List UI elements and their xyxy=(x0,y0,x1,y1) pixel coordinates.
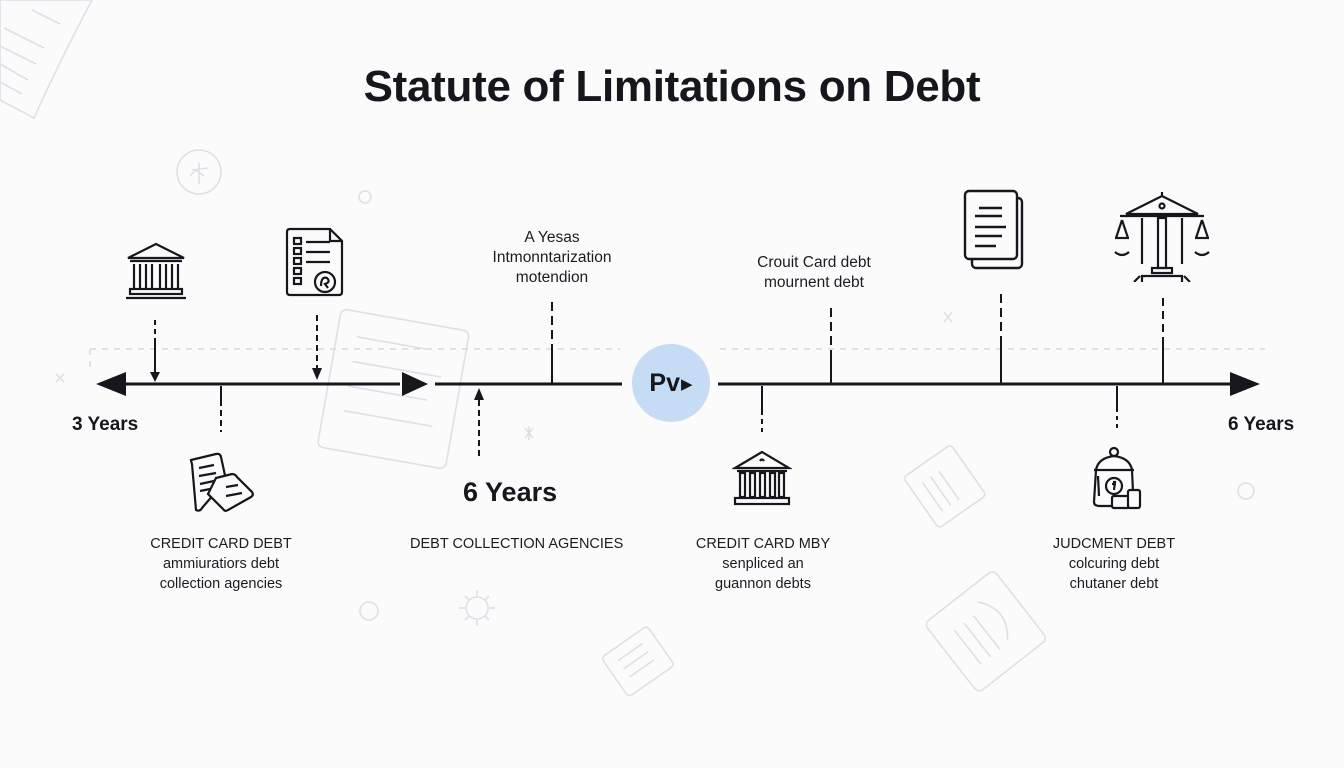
callout-line: JUDCMENT DEBT xyxy=(1052,536,1176,552)
callout-line: collection agencies xyxy=(159,576,283,592)
callout-line: DEBT COLLECTION AGENCIES xyxy=(410,536,624,552)
callout-credit-card-debt: CREDIT CARD DEBT ammiuratiors debt colle… xyxy=(136,534,306,594)
courthouse-scales-icon xyxy=(1114,190,1210,282)
timeline-axis xyxy=(96,372,1260,396)
callout-line: ammiuratiors debt xyxy=(162,556,280,572)
checklist-document-icon xyxy=(284,226,346,298)
center-badge-text: Pv xyxy=(649,368,681,397)
mid-years-label: 6 Years xyxy=(463,477,558,507)
callout-line: colcuring debt xyxy=(1068,556,1160,572)
callout-judgment-debt: JUDCMENT DEBT colcuring debt chutaner de… xyxy=(1046,534,1182,594)
callout-line: A Yesas xyxy=(524,229,580,246)
callout-top-right: Crouit Card debt mournent debt xyxy=(746,253,882,293)
callout-line: motendion xyxy=(515,269,589,286)
callout-line: chutaner debt xyxy=(1069,576,1159,592)
callout-line: CREDIT CARD DEBT xyxy=(150,536,292,552)
callout-line: CREDIT CARD MBY xyxy=(695,536,831,552)
connectors xyxy=(150,294,1164,460)
page-title: Statute of Limitations on Debt xyxy=(363,62,981,111)
callout-line: Crouit Card debt xyxy=(757,254,871,271)
callout-line: Intmonntarization xyxy=(492,249,612,266)
papers-icon xyxy=(186,450,256,514)
callout-debt-collection-agencies: DEBT COLLECTION AGENCIES xyxy=(410,534,624,554)
start-years-label: 3 Years xyxy=(72,414,139,435)
documents-stack-icon xyxy=(962,188,1028,272)
callout-line: guannon debts xyxy=(715,576,811,592)
guide-line xyxy=(89,348,1265,372)
courthouse-icon xyxy=(124,240,188,302)
timeline-center-badge: Pv▶ xyxy=(632,344,710,422)
callout-credit-card-mby: CREDIT CARD MBY senpliced an guannon deb… xyxy=(690,534,836,594)
callout-line: senpliced an xyxy=(722,556,804,572)
end-years-label: 6 Years xyxy=(1228,414,1295,435)
play-arrow-icon: ▶ xyxy=(681,376,693,393)
callout-line: mournent debt xyxy=(764,274,864,291)
callout-top-center: A Yesas Intmonntarization motendion xyxy=(490,228,614,288)
background-decorations xyxy=(0,0,1255,697)
bank-icon xyxy=(732,450,792,506)
money-bag-icon xyxy=(1090,446,1146,512)
